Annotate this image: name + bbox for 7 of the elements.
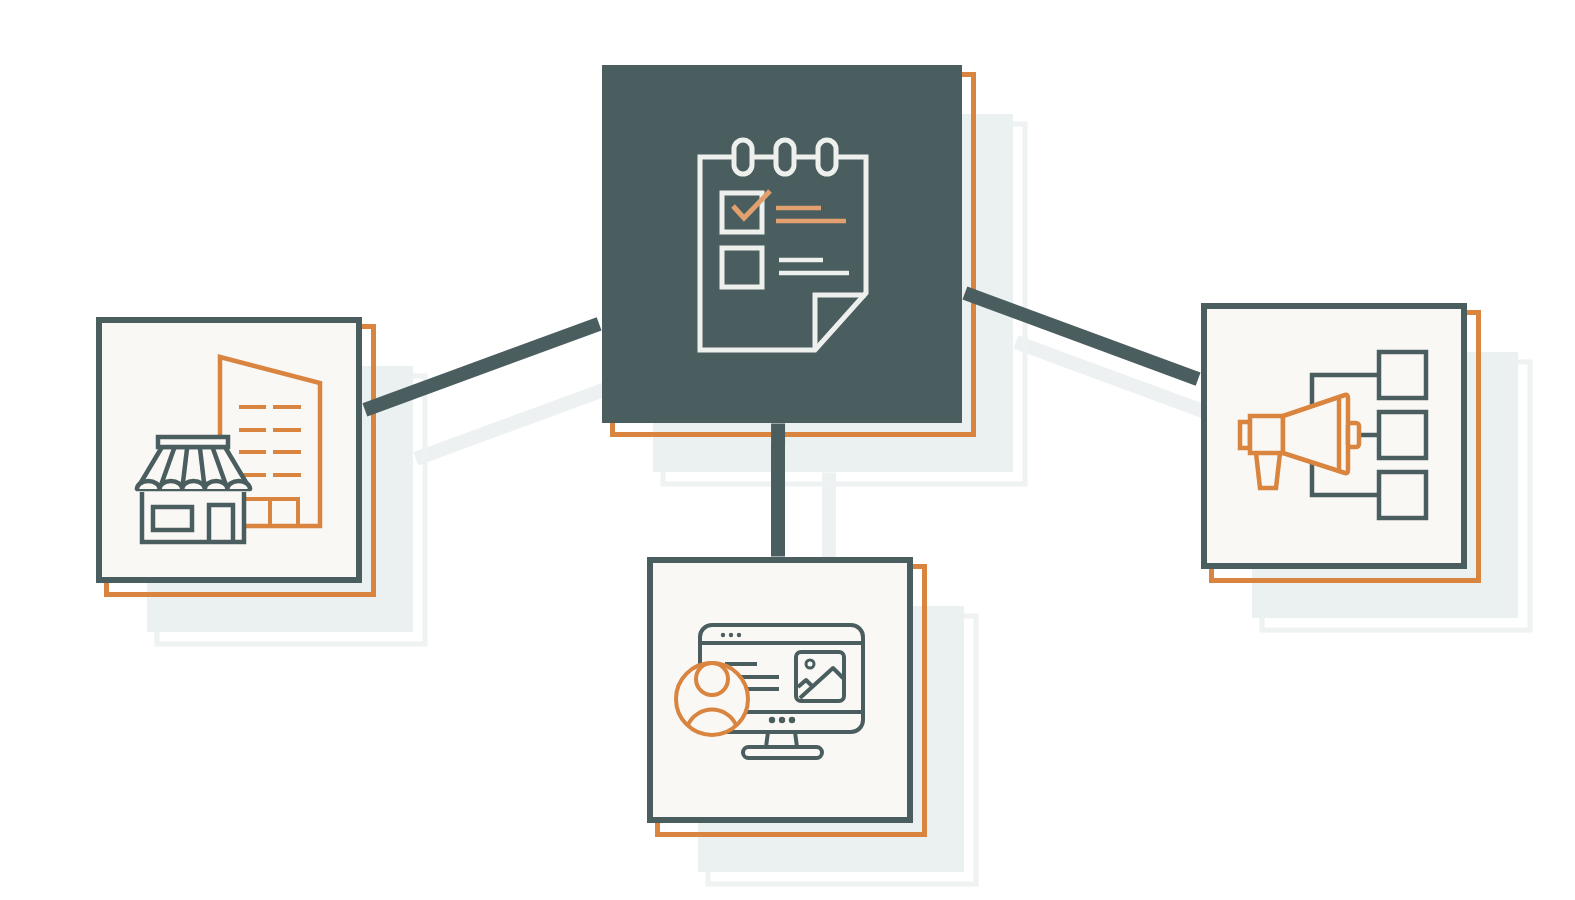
connector-line <box>771 423 786 557</box>
connector-line <box>962 286 1201 386</box>
icon-tile <box>602 65 962 423</box>
icon-tile <box>647 557 913 823</box>
connector-line <box>362 317 602 417</box>
icon-tile <box>1201 303 1467 569</box>
icon-tile <box>96 317 362 583</box>
